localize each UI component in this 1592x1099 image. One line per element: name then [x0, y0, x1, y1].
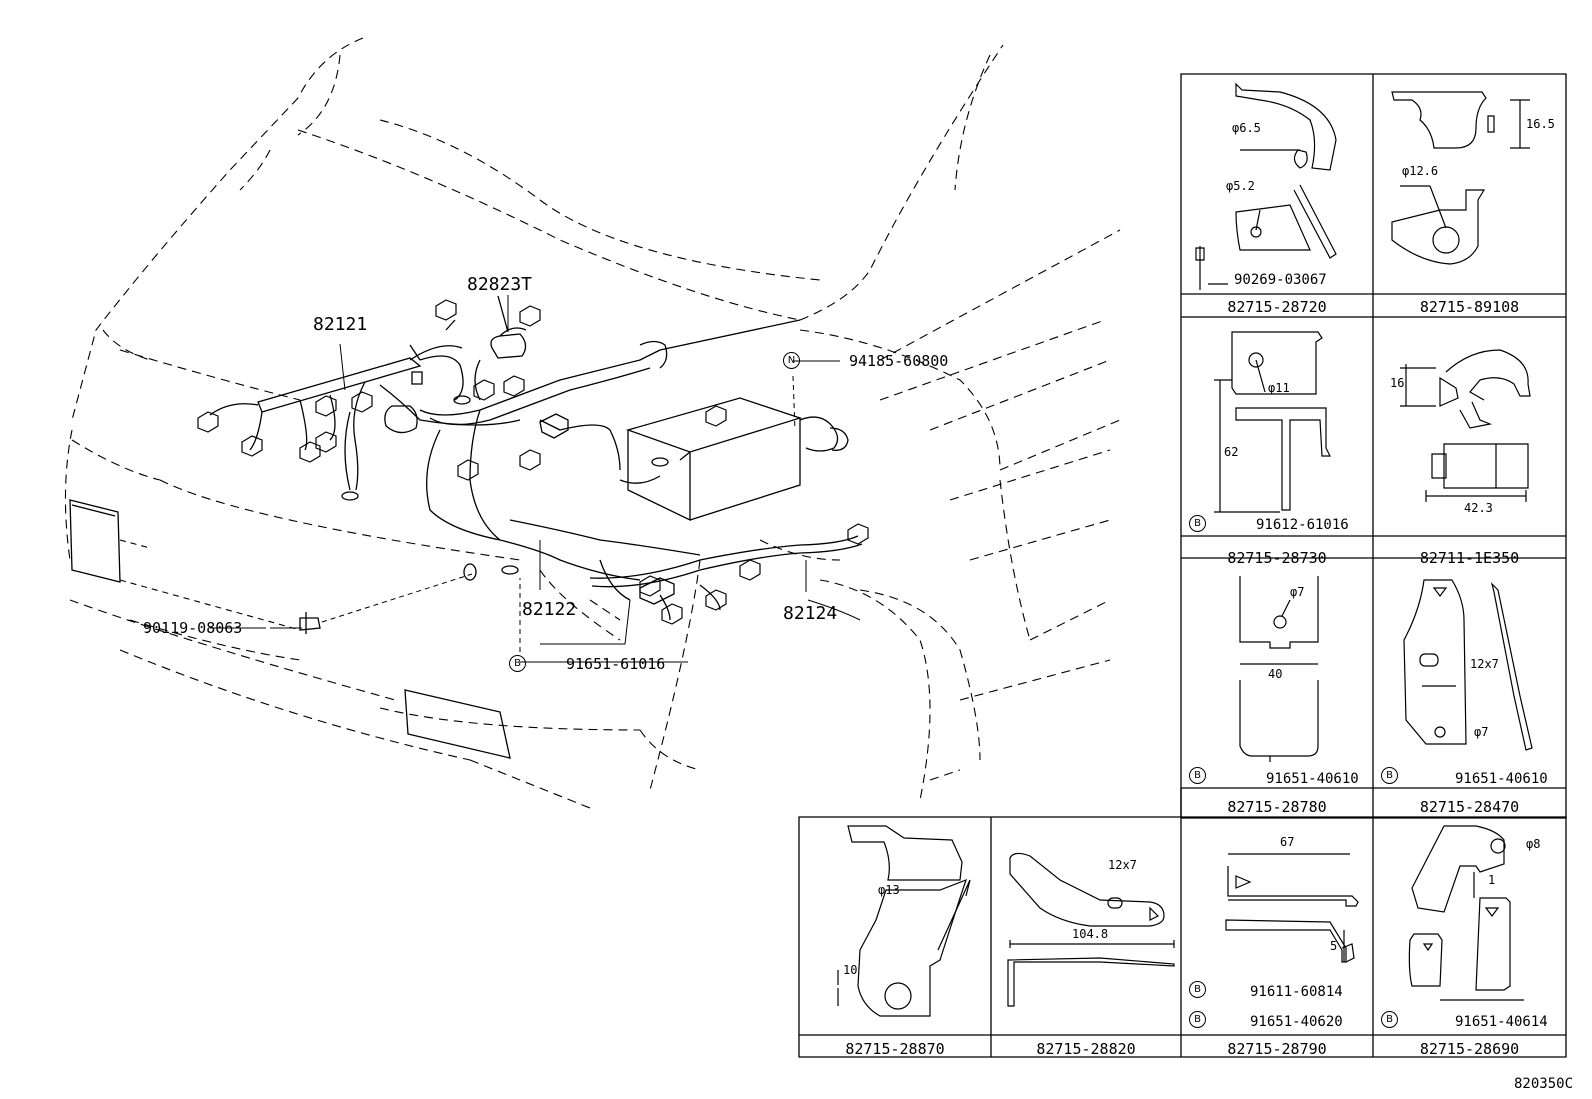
callout-94185-60800: 94185-60800	[849, 352, 949, 370]
callout-82122: 82122	[522, 599, 577, 620]
subpart-91611-60814: 91611-60814	[1250, 984, 1343, 1000]
dim-p5-b: 40	[1268, 667, 1283, 681]
dim-p2-a: 16.5	[1526, 117, 1555, 131]
marker-B-p3: B	[1189, 515, 1206, 532]
diagram-code: 820350C	[1514, 1076, 1574, 1092]
main-harness	[342, 320, 800, 600]
dim-p7-b: 10	[843, 963, 858, 977]
car-body-outline	[65, 38, 1120, 810]
dim-p1-b: φ5.2	[1226, 179, 1255, 193]
subpart-91651-40610-a: 91651-40610	[1266, 771, 1359, 787]
part-82823T-shape	[491, 296, 526, 358]
dim-p7-a: φ13	[878, 883, 900, 897]
callout-82823T: 82823T	[467, 274, 533, 295]
subpart-91612-61016: 91612-61016	[1256, 517, 1349, 533]
dim-p10-a: φ8	[1526, 837, 1541, 851]
dim-p8-a: 12x7	[1108, 858, 1137, 872]
battery	[620, 398, 848, 520]
marker-B-p9a: B	[1189, 981, 1206, 998]
panel-82715-28820-sketch	[1008, 853, 1174, 1006]
dim-p4-a: 16	[1390, 376, 1405, 390]
part-82715-28720: 82715-28720	[1227, 298, 1327, 316]
dim-p9-a: 67	[1280, 835, 1295, 849]
dashed-leaders	[322, 376, 795, 652]
subpart-91651-40614: 91651-40614	[1455, 1014, 1548, 1030]
part-82715-28730: 82715-28730	[1227, 549, 1327, 567]
part-82715-89108: 82715-89108	[1419, 298, 1520, 316]
marker-B-p5: B	[1189, 767, 1206, 784]
part-82711-1E350: 82711-1E350	[1419, 549, 1520, 567]
fog-lamp	[405, 690, 510, 758]
dim-p5-a: φ7	[1290, 585, 1305, 599]
panel-82715-28720-sketch	[1196, 84, 1336, 290]
callout-82121: 82121	[313, 314, 368, 335]
marker-B-p9b: B	[1189, 1011, 1206, 1028]
dim-p8-b: 104.8	[1072, 927, 1109, 941]
callout-82124: 82124	[783, 603, 838, 624]
part-82715-28470: 82715-28470	[1419, 798, 1520, 816]
wire-harness-82121	[210, 320, 520, 490]
dim-p10-b: 1	[1488, 873, 1496, 887]
part-82715-28690: 82715-28690	[1419, 1040, 1520, 1058]
subpart-91651-40620: 91651-40620	[1250, 1014, 1343, 1030]
dim-p4-b: 42.3	[1464, 501, 1493, 515]
dim-p9-b: 5	[1330, 939, 1338, 953]
leader-lines	[210, 295, 860, 662]
panel-82715-28780-sketch	[1240, 576, 1318, 762]
panel-82715-89108-sketch	[1392, 92, 1530, 264]
part-82715-28870: 82715-28870	[845, 1040, 945, 1058]
connectors	[198, 300, 868, 624]
marker-B-p6: B	[1381, 767, 1398, 784]
part-82715-28790: 82715-28790	[1227, 1040, 1327, 1058]
marker-B-p10: B	[1381, 1011, 1398, 1028]
headlight-left	[70, 500, 120, 582]
panel-82715-28790-sketch	[1226, 854, 1358, 962]
callout-91651-61016: 91651-61016	[566, 655, 666, 673]
panel-82715-28870-sketch	[838, 826, 970, 1016]
wire-harness-82124	[590, 536, 862, 620]
panel-82711-1E350-sketch	[1400, 350, 1530, 502]
subpart-91651-40610-b: 91651-40610	[1455, 771, 1548, 787]
marker-N: N	[783, 352, 800, 369]
dim-p6-a: 12x7	[1470, 657, 1499, 671]
dim-p3-a: φ11	[1268, 381, 1290, 395]
panel-grid	[799, 74, 1566, 1057]
panel-82715-28690-sketch	[1409, 826, 1524, 1000]
part-82715-28820: 82715-28820	[1036, 1040, 1136, 1058]
dim-p1-a: φ6.5	[1232, 121, 1261, 135]
panel-82715-28470-sketch	[1404, 580, 1532, 750]
part-82715-28780: 82715-28780	[1227, 798, 1327, 816]
marker-B: B	[509, 655, 526, 672]
callout-90119-08063: 90119-08063	[143, 619, 243, 637]
subpart-90269-03067: 90269-03067	[1234, 272, 1327, 288]
panel-82715-28730-sketch	[1214, 332, 1330, 512]
bolt-90119-08063	[300, 612, 320, 634]
dim-p2-b: φ12.6	[1402, 164, 1439, 178]
dim-p6-b: φ7	[1474, 725, 1489, 739]
dim-p3-b: 62	[1224, 445, 1239, 459]
